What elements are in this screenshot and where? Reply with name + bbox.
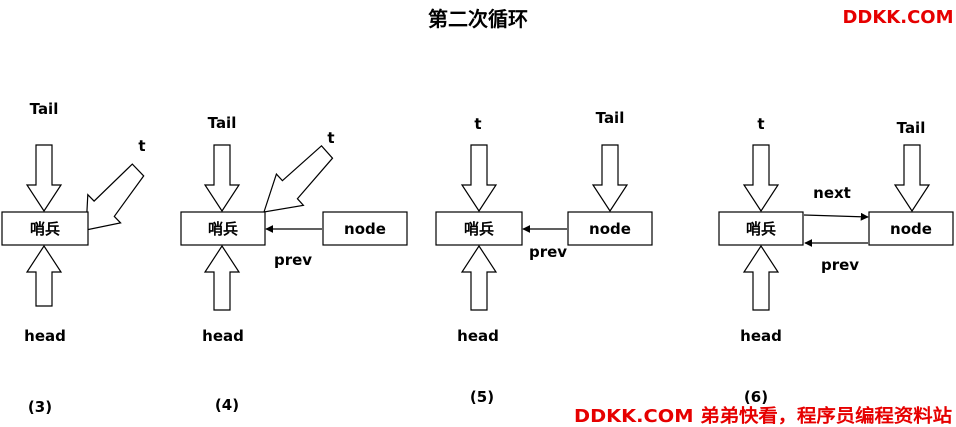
head-block-arrow [460, 244, 498, 311]
node-label: node [344, 220, 386, 238]
step-label: (4) [215, 396, 239, 414]
node-tail-block-arrow [591, 144, 629, 213]
tail-block-arrow [203, 144, 241, 213]
panel-3: 哨兵 Tail t head (3) [1, 100, 146, 416]
head-label: head [457, 327, 499, 345]
t-label: t [327, 129, 334, 147]
step-label: (3) [28, 398, 52, 416]
sentinel-label: 哨兵 [30, 220, 60, 238]
t-block-arrow [460, 144, 498, 213]
node-box [322, 211, 408, 246]
t-label: t [138, 137, 145, 155]
next-label: next [813, 184, 851, 202]
node-tail-block-arrow [893, 144, 931, 213]
sentinel-label: 哨兵 [464, 220, 494, 238]
tail-label: Tail [30, 100, 59, 118]
head-block-arrow [25, 244, 63, 307]
head-label: head [24, 327, 66, 345]
sentinel-box [1, 211, 89, 246]
tail-block-arrow [25, 144, 63, 213]
watermark-bottom: DDKK.COM 弟弟快看，程序员编程资料站 [574, 405, 952, 427]
t-label: t [474, 115, 481, 133]
sentinel-box [435, 211, 523, 246]
head-label: head [202, 327, 244, 345]
t-diagonal-block-arrow [263, 144, 334, 213]
tail-label: Tail [208, 114, 237, 132]
node-label: node [890, 220, 932, 238]
page-title: 第二次循环 [428, 7, 528, 31]
tail-label: Tail [897, 119, 926, 137]
node-label: node [589, 220, 631, 238]
panel-5: 哨兵 node prev t Tail head (5) [435, 109, 653, 406]
sentinel-label: 哨兵 [208, 220, 238, 238]
node-box [868, 211, 954, 246]
prev-label: prev [821, 256, 859, 274]
head-label: head [740, 327, 782, 345]
panel-6: 哨兵 node next prev t Tail head (6) [718, 115, 954, 406]
sentinel-label: 哨兵 [746, 220, 776, 238]
watermark-top: DDKK.COM [842, 7, 953, 28]
node-box [567, 211, 653, 246]
tail-label: Tail [596, 109, 625, 127]
panel-4: 哨兵 node prev Tail t head (4) [180, 114, 408, 414]
step-label: (6) [744, 388, 768, 406]
sentinel-box [718, 211, 804, 246]
sentinel-box [180, 211, 266, 246]
t-diagonal-block-arrow [85, 163, 145, 231]
prev-label: prev [274, 251, 312, 269]
head-block-arrow [203, 244, 241, 311]
prev-label: prev [529, 243, 567, 261]
next-arrow [803, 212, 869, 221]
t-label: t [757, 115, 764, 133]
step-label: (5) [470, 388, 494, 406]
head-block-arrow [742, 244, 780, 311]
t-block-arrow [742, 144, 780, 213]
